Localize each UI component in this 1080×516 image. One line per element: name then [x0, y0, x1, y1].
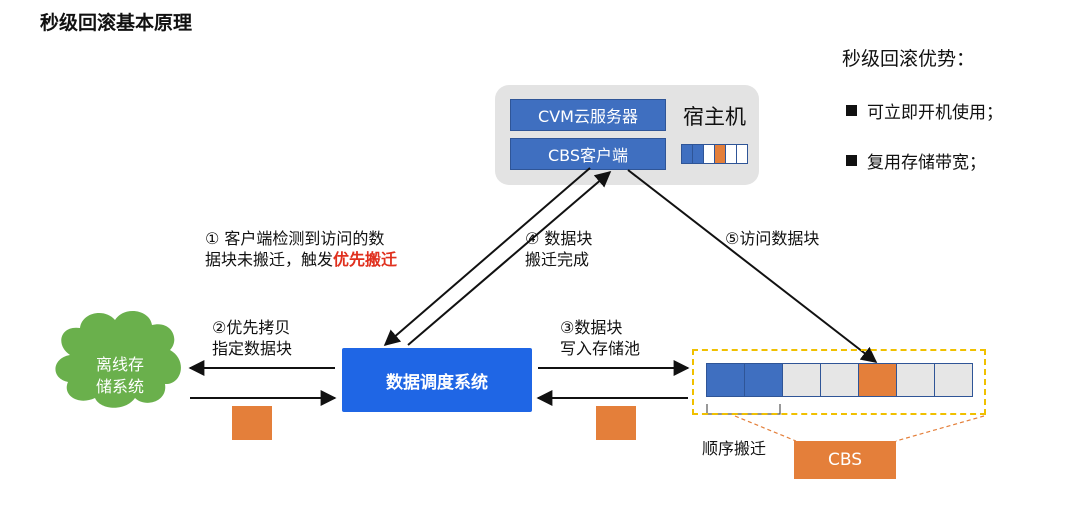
arrow-step1 [383, 167, 591, 347]
data-block-square [596, 406, 636, 440]
mini-block [704, 145, 715, 163]
advantage-item: 可立即开机使用； [846, 98, 1003, 123]
offline-storage-label: 离线存 储系统 [75, 354, 165, 398]
advantage-item: 复用存储带宽； [846, 148, 986, 173]
step1-label: ① 客户端检测到访问的数 据块未搬迁，触发优先搬迁 [205, 228, 397, 270]
arrow-step4 [407, 170, 612, 346]
arrow-step5 [627, 169, 878, 363]
pool-block [935, 364, 972, 396]
step1-line2-text: 据块未搬迁，触发 [205, 250, 334, 269]
step1-line2: 据块未搬迁，触发优先搬迁 [205, 249, 397, 270]
pool-block [821, 364, 859, 396]
dispatch-system-box: 数据调度系统 [342, 348, 532, 412]
square-bullet-icon [846, 155, 857, 166]
step3-label: ③数据块 写入存储池 [560, 317, 640, 359]
cbs-link-right [895, 415, 985, 442]
storage-pool-blocks [706, 363, 973, 397]
host-mini-blocks [681, 144, 748, 164]
sequential-migration-label: 顺序搬迁 [702, 439, 767, 458]
advantage-text: 可立即开机使用； [867, 103, 1003, 123]
page-title: 秒级回滚基本原理 [40, 12, 193, 34]
offline-storage-line2: 储系统 [95, 377, 144, 396]
step2-line1: ②优先拷贝 [212, 318, 291, 337]
step1-line1: ① 客户端检测到访问的数 [205, 229, 385, 248]
cvm-server-box: CVM云服务器 [510, 99, 666, 131]
pool-block [745, 364, 783, 396]
cbs-link-left [734, 415, 797, 442]
offline-storage-line1: 离线存 [95, 355, 144, 374]
step3-line2: 写入存储池 [560, 339, 641, 358]
priority-migration-text: 优先搬迁 [333, 250, 398, 269]
pool-block [707, 364, 745, 396]
step4-label: ④ 数据块 搬迁完成 [525, 228, 592, 270]
mini-block [726, 145, 737, 163]
square-bullet-icon [846, 105, 857, 116]
advantages-title: 秒级回滚优势： [842, 48, 976, 70]
step2-label: ②优先拷贝 指定数据块 [212, 317, 292, 359]
pool-block [859, 364, 897, 396]
mini-block [682, 145, 693, 163]
pool-block [783, 364, 821, 396]
advantage-text: 复用存储带宽； [867, 153, 986, 173]
step2-line2: 指定数据块 [212, 339, 293, 358]
data-block-square [232, 406, 272, 440]
step4-line1: ④ 数据块 [525, 229, 593, 248]
mini-block [715, 145, 726, 163]
mini-block [693, 145, 704, 163]
storage-pool-dashed-frame [692, 349, 986, 415]
pool-block [897, 364, 935, 396]
step3-line1: ③数据块 [560, 318, 623, 337]
step4-line2: 搬迁完成 [525, 250, 590, 269]
cbs-box: CBS [794, 441, 896, 479]
cloud-shape [55, 310, 181, 408]
host-label: 宿主机 [683, 105, 746, 129]
mini-block [737, 145, 747, 163]
step5-label: ⑤访问数据块 [725, 229, 820, 248]
